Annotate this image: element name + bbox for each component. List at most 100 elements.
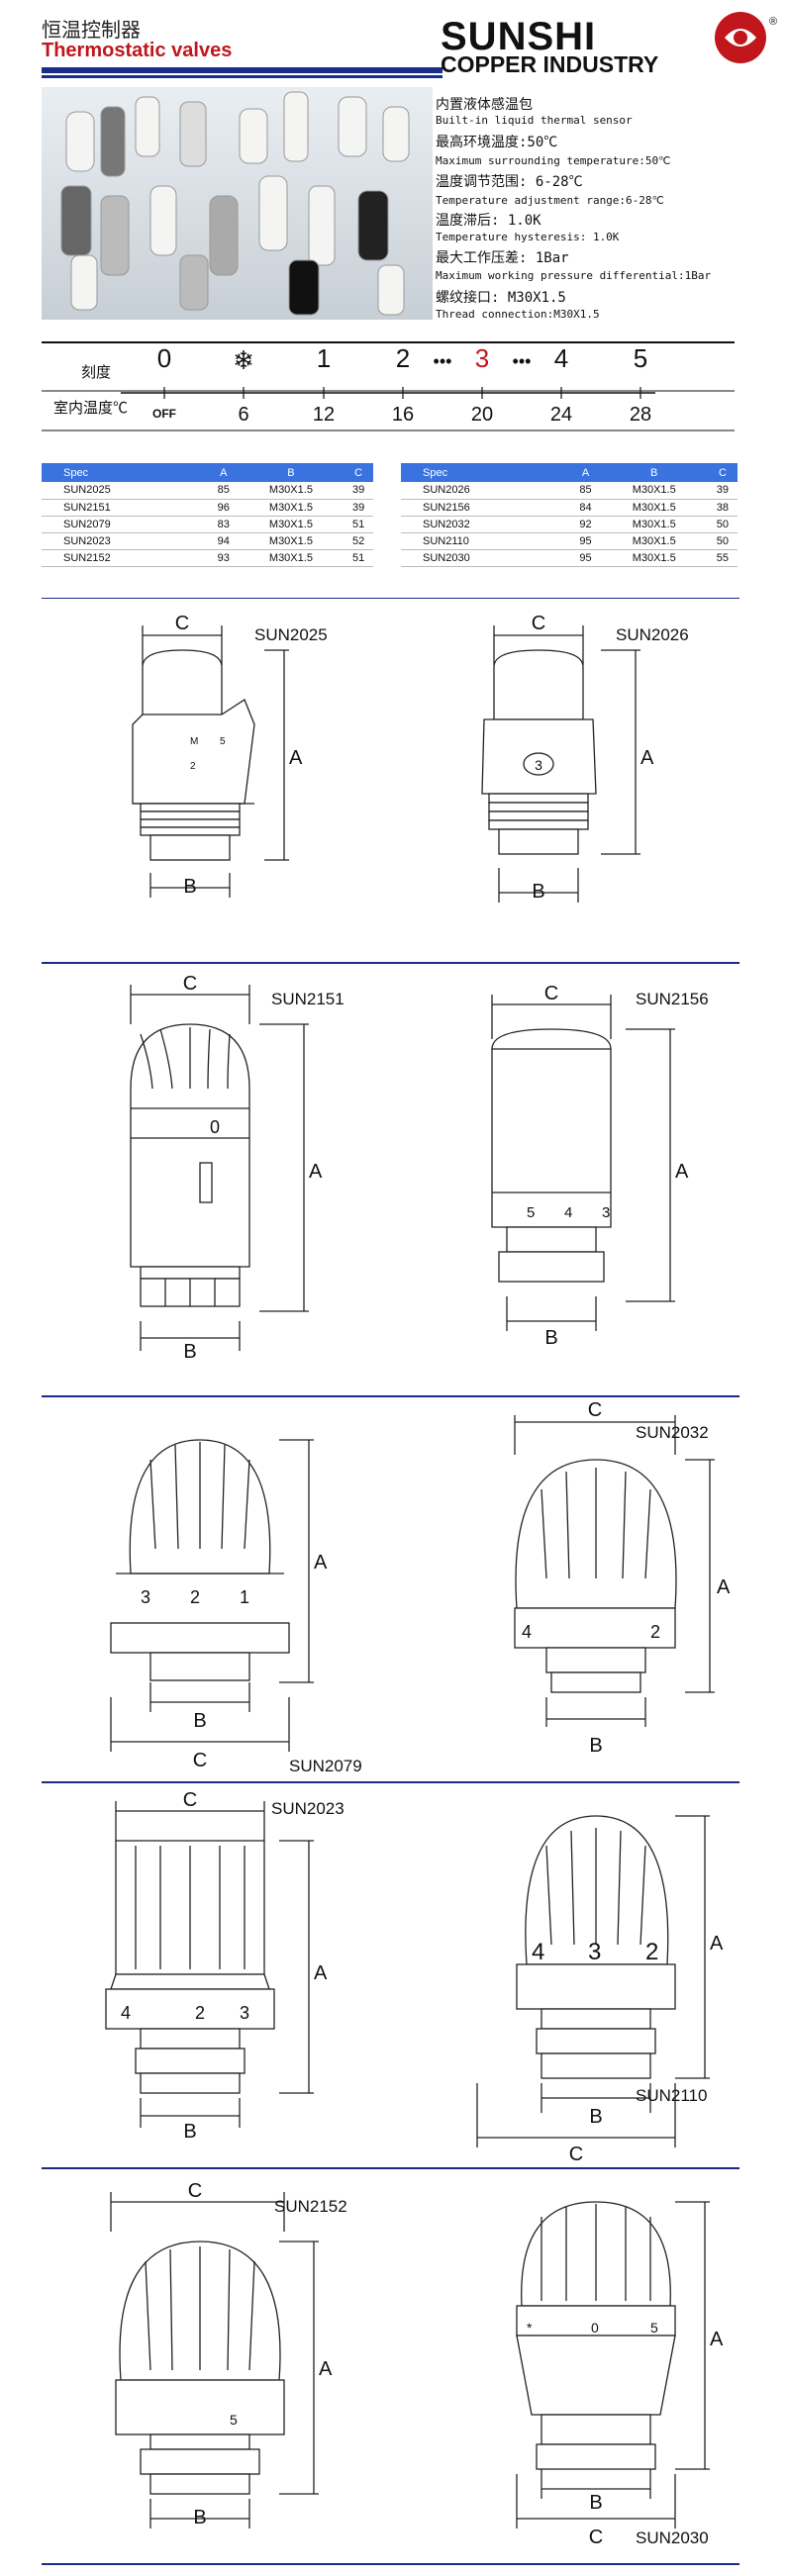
dim-label: C — [193, 1750, 207, 1771]
scale-temp: 24 — [550, 404, 572, 426]
section-divider — [42, 2167, 739, 2169]
spec-line: Thread connection:M30X1.5 — [436, 308, 600, 321]
scale-temp: 20 — [471, 404, 493, 426]
spec-line: 内置液体感温包 — [436, 97, 533, 113]
dim-label: C — [532, 613, 545, 634]
dial-mark: * — [527, 2320, 533, 2336]
dim-label: C — [183, 973, 197, 995]
dim-label: A — [314, 1962, 328, 1984]
col-a: A — [208, 463, 239, 482]
dim-label: B — [532, 881, 544, 903]
spec-line: Temperature adjustment range:6-28℃ — [436, 194, 664, 207]
dial-mark: 5 — [650, 2320, 658, 2336]
dial-mark: 3 — [535, 757, 542, 773]
section-divider — [42, 2563, 739, 2565]
scale-mark: 4 — [554, 343, 568, 373]
col-b: B — [600, 463, 708, 482]
drawing-row-2: C SUN2151 0 A B C SUN2156 5 4 3 A B — [130, 973, 709, 1363]
spec-line: Built-in liquid thermal sensor — [436, 114, 633, 127]
dial-mark: 2 — [195, 2003, 205, 2023]
scale-row2-label: 室内温度℃ — [53, 400, 128, 417]
section-divider — [42, 598, 739, 599]
dim-label: C — [569, 2144, 583, 2165]
col-a: A — [570, 463, 601, 482]
section-divider — [42, 962, 739, 964]
col-c: C — [344, 463, 373, 482]
drawing-row-4: C SUN2023 4 2 3 A B 4 3 2 A SUN2110 B C — [105, 1789, 724, 2165]
drawing-row-3: 3 2 1 A B C SUN2079 C SUN2032 2 4 A B — [110, 1400, 731, 1775]
brand-subtitle: COPPER INDUSTRY — [441, 51, 659, 77]
scale-temp: 6 — [238, 404, 248, 426]
scale-top-rule — [42, 341, 735, 343]
product-photo — [42, 87, 433, 320]
model-label: SUN2025 — [254, 625, 328, 644]
dim-label: B — [183, 876, 196, 898]
dial-mark: 3 — [240, 2003, 249, 2023]
dial-mark: 2 — [190, 761, 196, 772]
model-label: SUN2156 — [636, 990, 709, 1008]
dial-mark: 5 — [220, 736, 226, 747]
dim-label: A — [710, 1933, 724, 1955]
dim-label: A — [289, 747, 303, 769]
dial-mark: 3 — [588, 1939, 601, 1965]
scale-row1-label: 刻度 — [81, 364, 111, 381]
brand-logo-icon — [715, 12, 766, 63]
spec-line: 最大工作压差: 1Bar — [436, 250, 569, 266]
scale-temp: 28 — [630, 404, 651, 426]
model-label: SUN2030 — [636, 2528, 709, 2547]
model-label: SUN2110 — [636, 2086, 707, 2105]
drawing-row-5: C SUN2152 5 A B * 0 5 A B C SUN2030 — [110, 2180, 724, 2548]
snowflake-icon: ❄ — [233, 345, 254, 375]
dial-mark: 5 — [527, 1204, 535, 1221]
title-en: Thermostatic valves — [42, 40, 233, 61]
scale-mark: 1 — [317, 343, 331, 373]
spec-line: 螺纹接口: M30X1.5 — [436, 290, 566, 306]
header-rule-thin — [42, 75, 443, 78]
col-b: B — [238, 463, 344, 482]
dim-label: A — [319, 2358, 333, 2380]
spec-line: Maximum surrounding temperature:50℃ — [436, 154, 671, 167]
dim-label: B — [193, 1710, 206, 1732]
spec-line: Maximum working pressure differential:1B… — [436, 269, 712, 282]
dim-label: C — [175, 613, 189, 634]
dim-label: C — [589, 2527, 603, 2548]
dim-label: C — [544, 983, 558, 1004]
col-spec: Spec — [401, 463, 571, 482]
scale-temp: OFF — [152, 407, 176, 421]
dim-label: C — [188, 2180, 202, 2202]
model-label: SUN2032 — [636, 1423, 709, 1442]
model-label: SUN2152 — [274, 2197, 347, 2216]
dim-label: C — [183, 1789, 197, 1811]
dim-label: B — [544, 1327, 557, 1349]
spec-line: 温度调节范围: 6-28℃ — [436, 174, 583, 190]
registered-mark: ® — [769, 16, 778, 28]
dial-mark: 1 — [240, 1587, 249, 1607]
title-cn: 恒温控制器 — [42, 20, 141, 42]
dim-label: B — [183, 1341, 196, 1363]
scale-temp: 12 — [313, 404, 335, 426]
dim-label: A — [710, 2329, 724, 2350]
model-label: SUN2151 — [271, 990, 344, 1008]
spec-line: 最高环境温度:50℃ — [436, 135, 558, 150]
dial-mark: 2 — [645, 1939, 658, 1965]
section-divider — [42, 1781, 739, 1783]
dial-mark: 3 — [602, 1204, 610, 1221]
dim-label: B — [589, 2106, 602, 2128]
model-label: SUN2023 — [271, 1799, 344, 1818]
scale-dots: ••• — [513, 351, 532, 371]
dial-mark: M — [190, 736, 198, 747]
model-label: SUN2079 — [289, 1757, 362, 1775]
dial-mark: 2 — [650, 1622, 660, 1642]
header-rule — [42, 67, 443, 73]
dim-label: B — [589, 2492, 602, 2514]
